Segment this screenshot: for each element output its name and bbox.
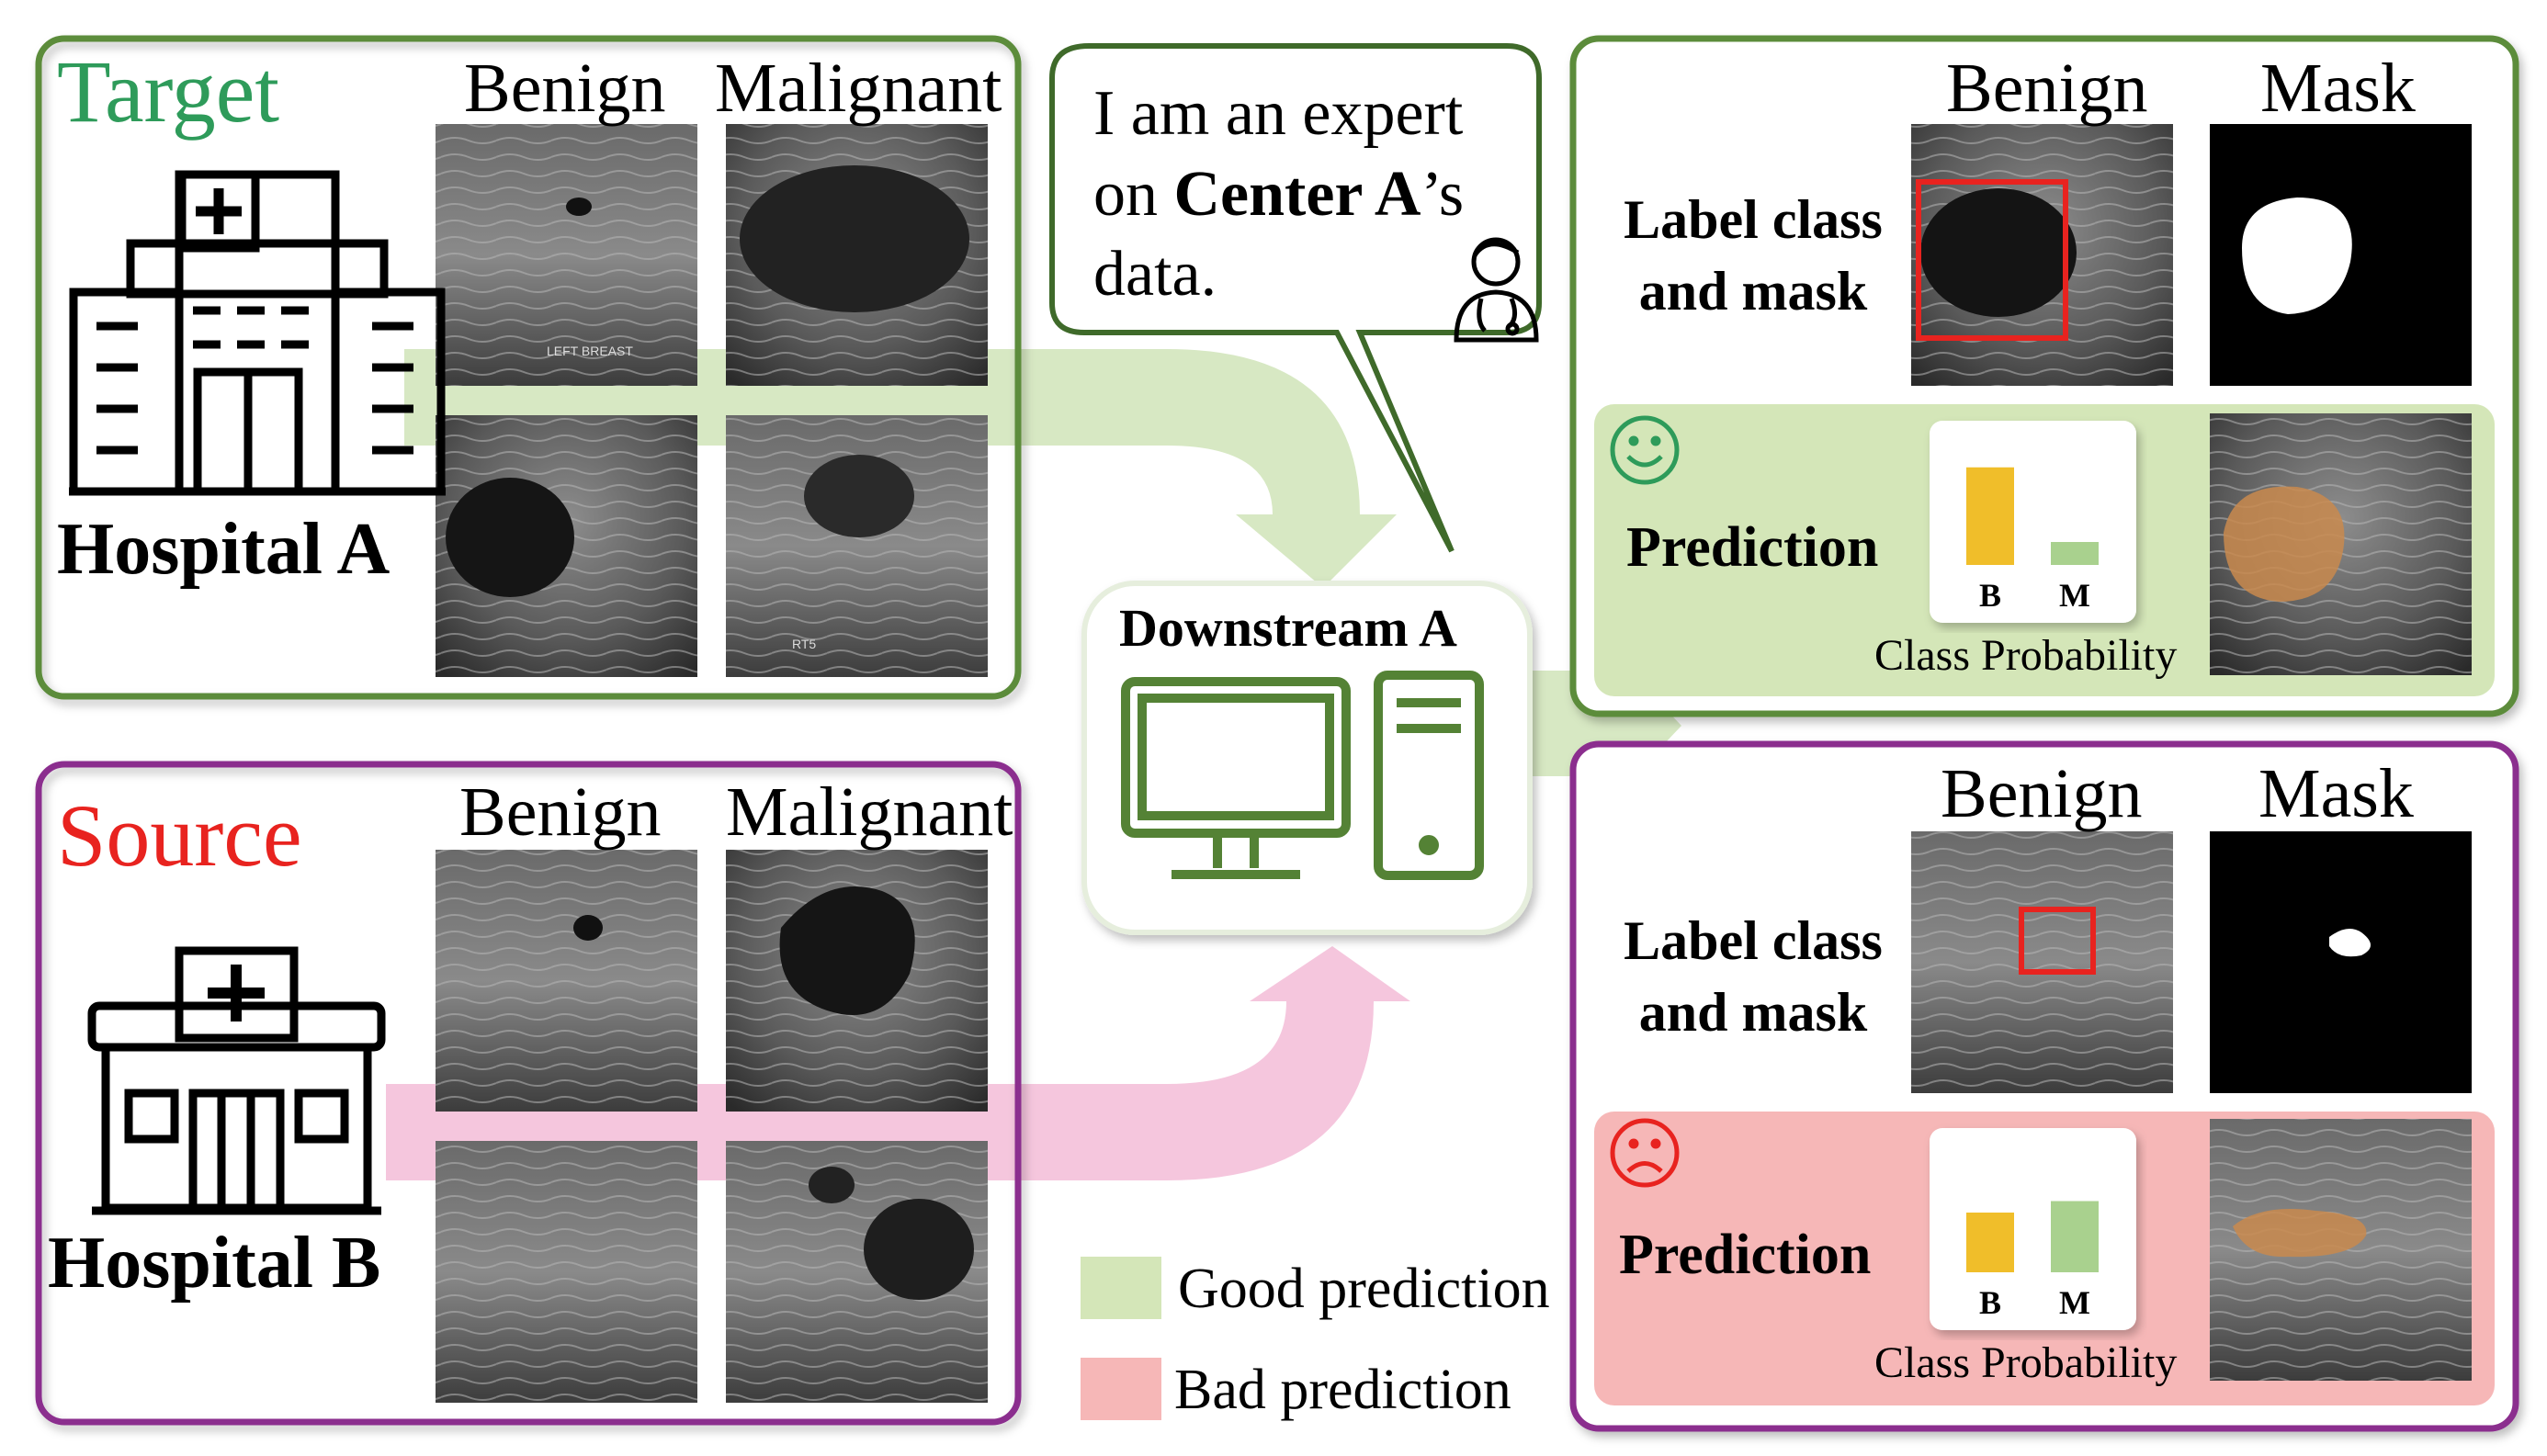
bad-bar-m [2051, 1201, 2099, 1272]
speech-text: I am an expert on Center A’s data. [1093, 73, 1464, 315]
scan-caption-rt5: RT5 [792, 637, 817, 651]
source-scan-benign-2 [436, 1141, 697, 1403]
sad-face-icon [1610, 1118, 1680, 1188]
bad-mask-image [2210, 831, 2472, 1093]
bad-bar-b [1966, 1213, 2014, 1272]
downstream-label: Downstream A [1119, 598, 1457, 658]
good-label-class-text: Label class and mask [1624, 189, 1883, 322]
target-panel [35, 35, 1022, 700]
good-probability-card [1930, 421, 2136, 623]
bad-benign-scan [1911, 831, 2173, 1093]
hospital-a-label: Hospital A [57, 509, 391, 590]
target-flow-arrow [404, 349, 1397, 588]
legend-bad-label: Bad prediction [1174, 1359, 1511, 1421]
good-tick-b: B [1979, 577, 2001, 614]
bad-class-probability-caption: Class Probability [1874, 1338, 2178, 1387]
target-scan-malignant-1 [726, 124, 988, 386]
hospital-building-icon [69, 170, 446, 496]
target-col-malignant: Malignant [715, 50, 1002, 127]
bad-mask-heading: Mask [2258, 755, 2414, 832]
source-panel [35, 761, 1022, 1426]
good-benign-heading: Benign [1946, 50, 2148, 127]
source-title: Source [57, 786, 302, 885]
good-mask-image [2210, 124, 2472, 386]
doctor-icon [1454, 237, 1539, 343]
source-scan-benign-1 [436, 850, 697, 1112]
target-scan-benign-1 [436, 124, 697, 386]
source-col-benign: Benign [459, 773, 662, 851]
legend-good-swatch [1081, 1257, 1161, 1319]
predicted-mask-overlay [2224, 486, 2345, 602]
lesion-bounding-box [1916, 179, 2068, 341]
speech-line-3: data. [1093, 239, 1217, 310]
speech-line-2: on Center A’s [1093, 158, 1465, 230]
good-mask-heading: Mask [2260, 50, 2416, 127]
source-col-malignant: Malignant [726, 773, 1013, 851]
bad-prediction-overlay-scan [2210, 1119, 2472, 1381]
bad-tick-b: B [1979, 1284, 2001, 1321]
clinic-building-icon [87, 946, 386, 1215]
target-title: Target [57, 42, 280, 141]
good-prediction-label: Prediction [1626, 516, 1879, 579]
speech-line-1: I am an expert [1093, 78, 1464, 149]
good-class-probability-caption: Class Probability [1874, 631, 2178, 680]
bad-prediction-label: Prediction [1619, 1224, 1872, 1286]
bad-tick-m: M [2059, 1284, 2090, 1321]
good-bar-b [1966, 467, 2014, 565]
target-col-benign: Benign [464, 50, 666, 127]
bad-benign-heading: Benign [1941, 755, 2143, 832]
hospital-b-label: Hospital B [48, 1223, 381, 1304]
bad-label-class-text: Label class and mask [1624, 910, 1883, 1043]
source-flow-arrow [386, 946, 1410, 1180]
source-scan-malignant-2 [726, 1141, 988, 1403]
source-scan-malignant-1 [726, 850, 988, 1112]
good-benign-scan [1911, 124, 2173, 386]
legend-bad-swatch [1081, 1358, 1161, 1420]
smiley-face-icon [1610, 415, 1680, 485]
target-scan-benign-2 [436, 415, 697, 677]
scan-caption-left-breast: LEFT BREAST [547, 344, 633, 358]
bad-probability-card [1930, 1128, 2136, 1330]
good-tick-m: M [2059, 577, 2090, 614]
target-scan-malignant-2 [726, 415, 988, 677]
predicted-mask-overlay-bad [2233, 1209, 2367, 1258]
computer-icon [1121, 671, 1484, 880]
legend-good-label: Good prediction [1178, 1258, 1550, 1320]
good-prediction-overlay-scan [2210, 413, 2472, 675]
lesion-bounding-box-bad [2019, 907, 2096, 975]
speech-bubble [1049, 43, 1542, 553]
good-bar-m [2051, 542, 2099, 565]
